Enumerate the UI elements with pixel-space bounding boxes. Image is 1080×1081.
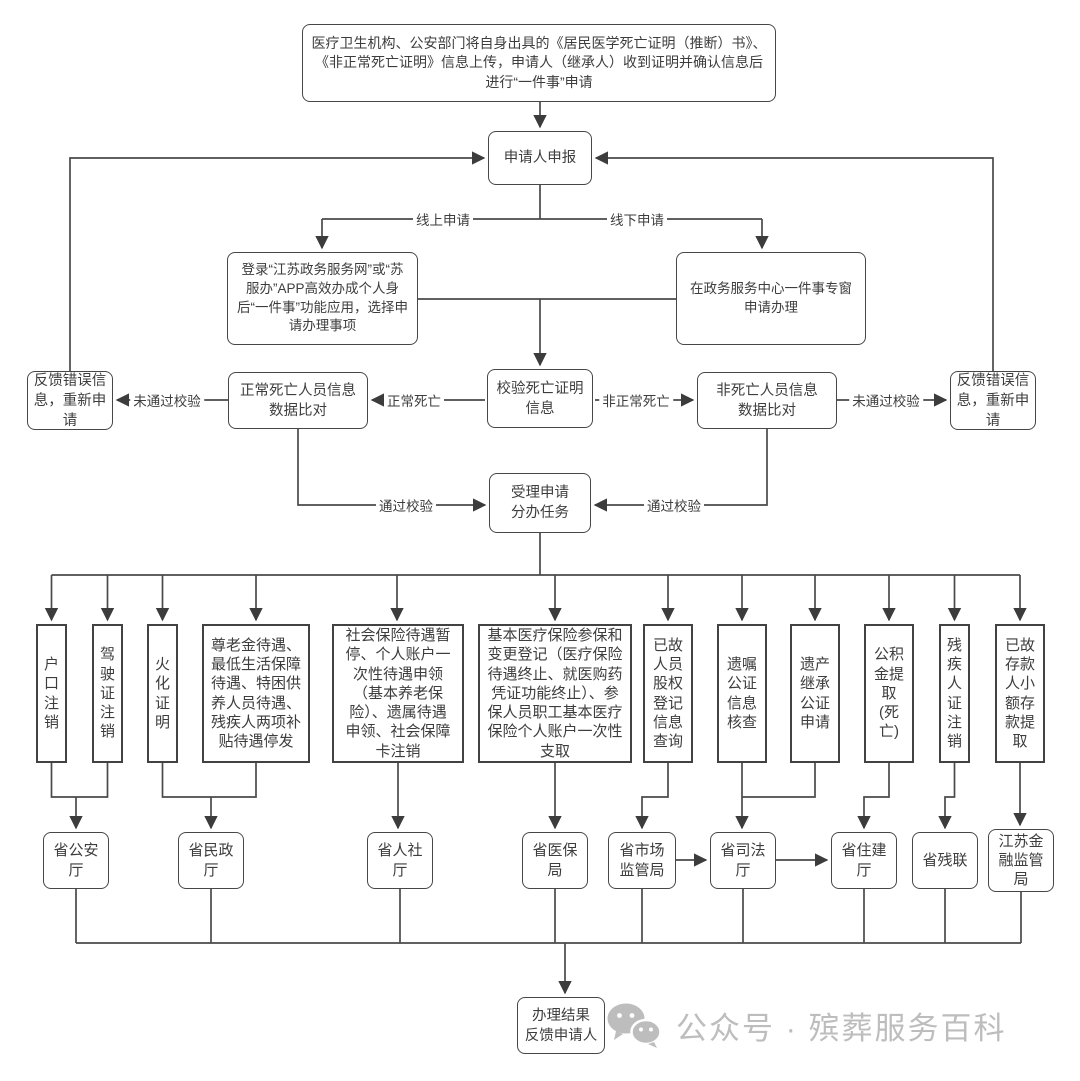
edge-label-pass-verify-right: 通过校验 [644,495,704,515]
edge-label-fail-verify-right: 未通过校验 [849,390,923,410]
node-task-cremation-certificate: 火化证明 [147,624,178,763]
node-dept-medicare-bureau: 省医保局 [522,832,588,889]
node-dept-justice: 省司法厅 [710,832,776,889]
node-start: 医疗卫生机构、公安部门将自身出具的《居民医学死亡证明（推断）书》、《非正常死亡证… [302,24,776,102]
node-feedback-error-right: 反馈错误信息，重新申请 [950,371,1036,430]
node-applicant-declare: 申请人申报 [488,131,592,185]
edge-label-normal-death: 正常死亡 [384,390,444,410]
node-dept-civil-affairs: 省民政厅 [178,832,244,889]
watermark: 公众号 · 殡葬服务百科 [606,1002,1007,1048]
node-offline-apply: 在政务服务中心一件事专窗申请办理 [676,252,866,345]
edge-label-offline-apply: 线下申请 [607,209,667,229]
wechat-icon [607,1003,662,1048]
node-dept-human-resources: 省人社厅 [367,832,433,889]
node-task-driver-license-cancel: 驾驶证注销 [92,624,123,763]
node-verify-death-cert: 校验死亡证明信息 [487,369,593,428]
node-task-will-notarization-check: 遗嘱公证信息核查 [717,624,767,763]
node-task-benefit-stop: 尊老金待遇、最低生活保障待遇、特困供养人员待遇、残疾人两项补贴待遇停发 [202,624,310,763]
node-abnormal-death-match: 非死亡人员信息数据比对 [697,372,837,429]
edge-label-online-apply: 线上申请 [413,209,473,229]
node-task-household-deregistration: 户口注销 [36,624,67,763]
node-online-apply: 登录“江苏政务服务网”或“苏服办”APP高效办成个人身后“一件事”功能应用，选择… [227,252,418,345]
node-normal-death-match: 正常死亡人员信息数据比对 [228,372,368,429]
node-result-feedback: 办理结果 反馈申请人 [517,997,605,1054]
node-task-disability-cert-cancel: 残疾人证注销 [939,624,970,763]
edge-label-fail-verify-left: 未通过校验 [130,390,204,410]
node-dept-disabled-federation: 省残联 [912,832,978,889]
node-task-housing-fund-withdraw: 公积金提取(死亡) [864,624,914,763]
node-task-social-insurance: 社会保险待遇暂停、个人账户一次性待遇申领（基本养老保险）、遗属待遇申领、社会保障… [332,624,464,763]
node-task-inheritance-notarization: 遗产继承公证申请 [790,624,840,763]
node-task-small-deposit-withdraw: 已故存款人小额存款提取 [995,624,1045,763]
watermark-text: 公众号 · 殡葬服务百科 [676,1010,1007,1046]
node-task-medical-insurance: 基本医疗保险参保和变更登记（医疗保险待遇终止、就医购药凭证功能终止）、参保人员职… [478,624,632,763]
node-accept-dispatch: 受理申请分办任务 [489,473,591,533]
node-dept-housing-construction: 省住建厅 [831,832,897,889]
node-dept-public-security: 省公安厅 [43,832,109,889]
node-dept-market-regulation: 省市场监管局 [608,832,676,889]
edge-label-pass-verify-left: 通过校验 [376,495,436,515]
node-dept-jiangsu-finance-regulator: 江苏金融监管局 [988,829,1054,892]
node-feedback-error-left: 反馈错误信息，重新申请 [27,371,113,430]
edge-label-abnormal-death: 非正常死亡 [599,390,673,410]
node-task-equity-inquiry: 已故人员股权登记信息查询 [643,624,693,763]
